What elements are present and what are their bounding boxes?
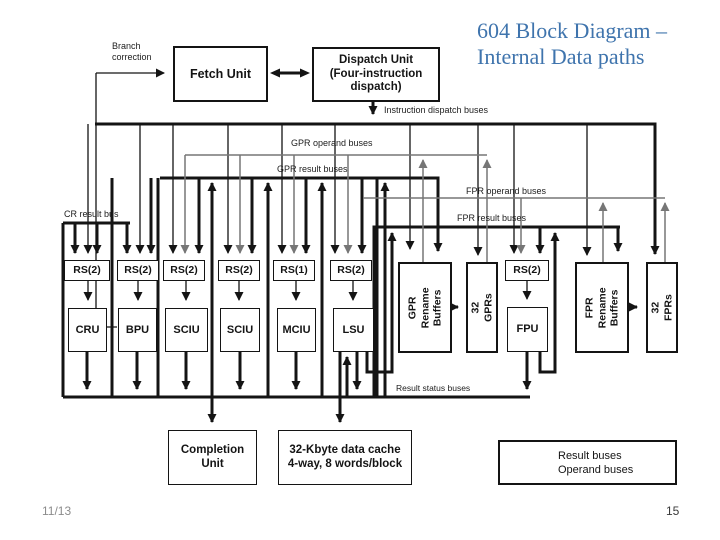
- fetch-unit-box: Fetch Unit: [173, 46, 268, 102]
- rs-box-4: RS(2): [218, 260, 260, 281]
- slide-title: 604 Block Diagram – Internal Data paths: [477, 18, 717, 71]
- fpr-rename-buffers-box: FPR Rename Buffers: [575, 262, 629, 353]
- slide-title-line1: 604 Block Diagram –: [477, 18, 668, 43]
- dispatch-unit-box: Dispatch Unit (Four-instruction dispatch…: [312, 47, 440, 102]
- gprs-label: 32 GPRs: [469, 293, 494, 322]
- footer-page-number: 15: [666, 504, 680, 518]
- legend-operand-buses-label: Operand buses: [558, 464, 634, 476]
- fprs-box: 32 FPRs: [646, 262, 678, 353]
- dispatch-lines: [83, 68, 592, 328]
- footer-date: 11/13: [42, 504, 72, 518]
- branch-correction-label: Branch correction: [112, 41, 152, 63]
- lsu-box: LSU: [333, 308, 374, 352]
- bpu-box: BPU: [118, 308, 157, 352]
- data-cache-box: 32-Kbyte data cache 4-way, 8 words/block: [278, 430, 412, 485]
- instruction-dispatch-buses-label: Instruction dispatch buses: [384, 105, 489, 115]
- result-status-buses-label: Result status buses: [396, 383, 471, 393]
- gpr-operand-buses-label: GPR operand buses: [291, 138, 373, 148]
- completion-unit-box: Completion Unit: [168, 430, 257, 485]
- rs-box-5: RS(1): [273, 260, 315, 281]
- gprs-box: 32 GPRs: [466, 262, 498, 353]
- sciu2-box: SCIU: [220, 308, 260, 352]
- mciu-box: MCIU: [277, 308, 316, 352]
- rs-box-3: RS(2): [163, 260, 205, 281]
- legend-box: [498, 440, 677, 485]
- fpu-box: FPU: [507, 307, 548, 352]
- fpr-rename-buffers-label: FPR Rename Buffers: [583, 287, 621, 328]
- gpr-result-buses-label: GPR result buses: [277, 164, 348, 174]
- fpr-operand-buses-label: FPR operand buses: [466, 186, 547, 196]
- cr-result-bus-label: CR result bus: [64, 209, 119, 219]
- cru-box: CRU: [68, 308, 107, 352]
- gpr-rename-buffers-box: GPR Rename Buffers: [398, 262, 452, 353]
- legend-result-buses-label: Result buses: [558, 450, 622, 462]
- rs-box-2: RS(2): [117, 260, 159, 281]
- gpr-rename-buffers-label: GPR Rename Buffers: [406, 287, 444, 328]
- fpr-result-buses-label: FPR result buses: [457, 213, 527, 223]
- slide-title-line2: Internal Data paths: [477, 44, 645, 70]
- sciu1-box: SCIU: [165, 308, 208, 352]
- fprs-label: 32 FPRs: [649, 294, 674, 321]
- rs-box-1: RS(2): [64, 260, 110, 281]
- rs-box-6: RS(2): [330, 260, 372, 281]
- result-buses: [61, 68, 660, 459]
- rs-box-7: RS(2): [505, 260, 549, 281]
